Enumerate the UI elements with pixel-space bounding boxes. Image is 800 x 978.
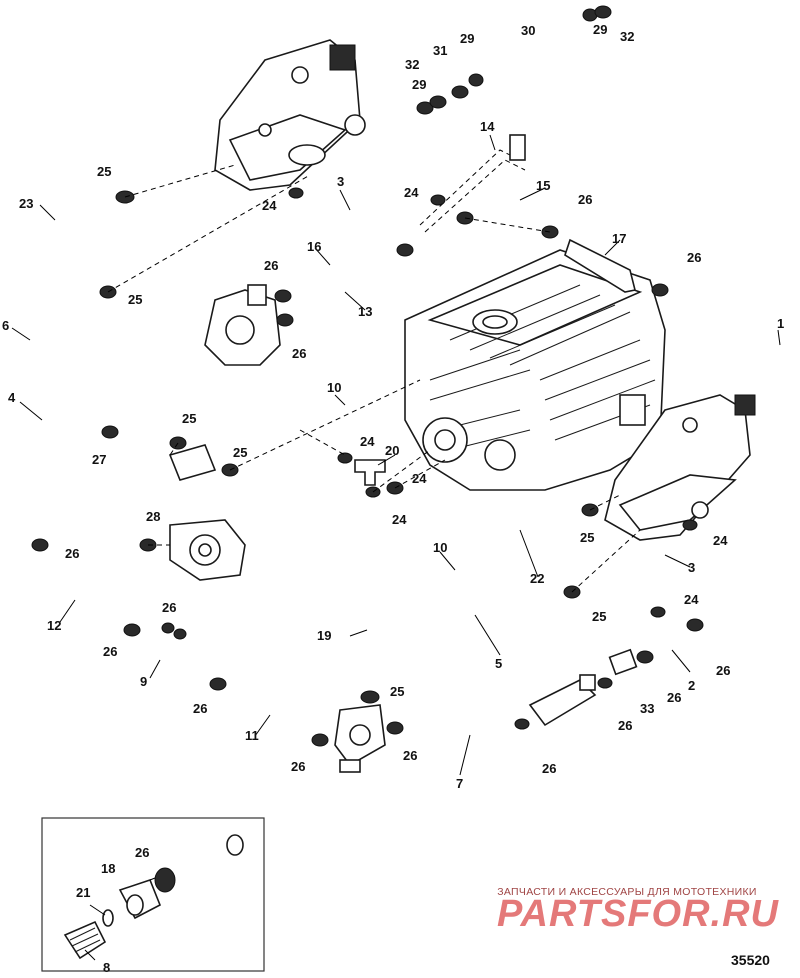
callout-25f: 25 [592,609,606,624]
callout-32b: 32 [620,29,634,44]
hose-5 [239,474,561,626]
callout-26g: 26 [103,644,117,659]
callout-4: 4 [8,390,16,405]
callout-23: 23 [19,196,33,211]
fitting-14 [419,134,526,233]
callout-26d: 26 [687,250,701,265]
tee-fitting-20 [354,459,386,486]
exhaust-manifold-right [604,394,756,541]
clamps [31,5,704,747]
callout-15: 15 [536,178,550,193]
callout-17: 17 [612,231,626,246]
callout-29a: 29 [412,77,426,92]
callout-26n: 26 [716,663,730,678]
callout-25a: 25 [97,164,111,179]
callout-5: 5 [495,656,502,671]
callout-21: 21 [76,885,90,900]
callout-26i: 26 [291,759,305,774]
exhaust-manifold-left [214,39,366,191]
watermark-brand: PARTSFOR.RU [497,893,779,935]
callout-26e: 26 [65,546,79,561]
callout-26a: 26 [264,258,278,273]
callout-19: 19 [317,628,331,643]
callout-25e: 25 [580,530,594,545]
inset-frame [41,817,265,972]
callout-25d: 25 [233,445,247,460]
callout-25g: 25 [390,684,404,699]
junction-19-lower [334,704,386,773]
callout-18: 18 [101,861,115,876]
callout-26j: 26 [403,748,417,763]
callout-33: 33 [640,701,654,716]
reference-number: 35520 [731,952,770,968]
callout-30: 30 [521,23,535,38]
callout-22: 22 [530,571,544,586]
callout-25b: 25 [128,292,142,307]
inset-detail [41,817,265,972]
fitting-33 [608,648,638,676]
callout-24e: 24 [392,512,407,527]
callout-1: 1 [777,316,784,331]
callout-16: 16 [307,239,321,254]
callout-3a: 3 [337,174,344,189]
callout-20: 20 [385,443,399,458]
callout-24g: 24 [684,592,699,607]
thermostat-housing [204,284,281,366]
callout-26h: 26 [193,701,207,716]
callout-26f: 26 [162,600,176,615]
callout-28: 28 [146,509,160,524]
callout-9: 9 [140,674,147,689]
callout-31: 31 [433,43,447,58]
callout-7: 7 [456,776,463,791]
fitting-17 [564,238,636,293]
callout-13: 13 [358,304,372,319]
callout-29b: 29 [460,31,474,46]
callout-26k: 26 [542,761,556,776]
callout-11: 11 [245,728,259,743]
leader-lines [11,134,781,776]
callout-26o: 26 [135,845,149,860]
callout-24b: 24 [404,185,419,200]
callout-24c: 24 [360,434,375,449]
callout-2: 2 [688,678,695,693]
callout-8: 8 [103,960,110,975]
callout-6: 6 [2,318,9,333]
heat-exchanger [528,674,597,727]
water-pump [169,519,246,581]
callout-32a: 32 [405,57,419,72]
engine-block [404,249,666,491]
callout-12: 12 [47,618,61,633]
callout-26m: 26 [667,690,681,705]
callout-14: 14 [480,119,495,134]
watermark-tagline: ЗАПЧАСТИ И АКСЕССУАРЫ ДЛЯ МОТОТЕХНИКИ [497,886,757,898]
callout-25c: 25 [182,411,196,426]
callout-26c: 26 [578,192,592,207]
callout-27: 27 [92,452,106,467]
callout-24a: 24 [262,198,277,213]
callout-26l: 26 [618,718,632,733]
fitting-27 [168,444,217,481]
callout-26b: 26 [292,346,306,361]
callout-10b: 10 [433,540,447,555]
callout-24d: 24 [412,471,427,486]
callout-3b: 3 [688,560,695,575]
callout-labels: 1 2 3 3 4 5 6 7 8 9 10 10 11 12 13 14 15… [2,22,784,975]
dashed-routes [107,164,641,593]
callout-26p: 29 [593,22,607,37]
callout-10a: 10 [327,380,341,395]
hoses [22,18,793,890]
callout-24f: 24 [713,533,728,548]
